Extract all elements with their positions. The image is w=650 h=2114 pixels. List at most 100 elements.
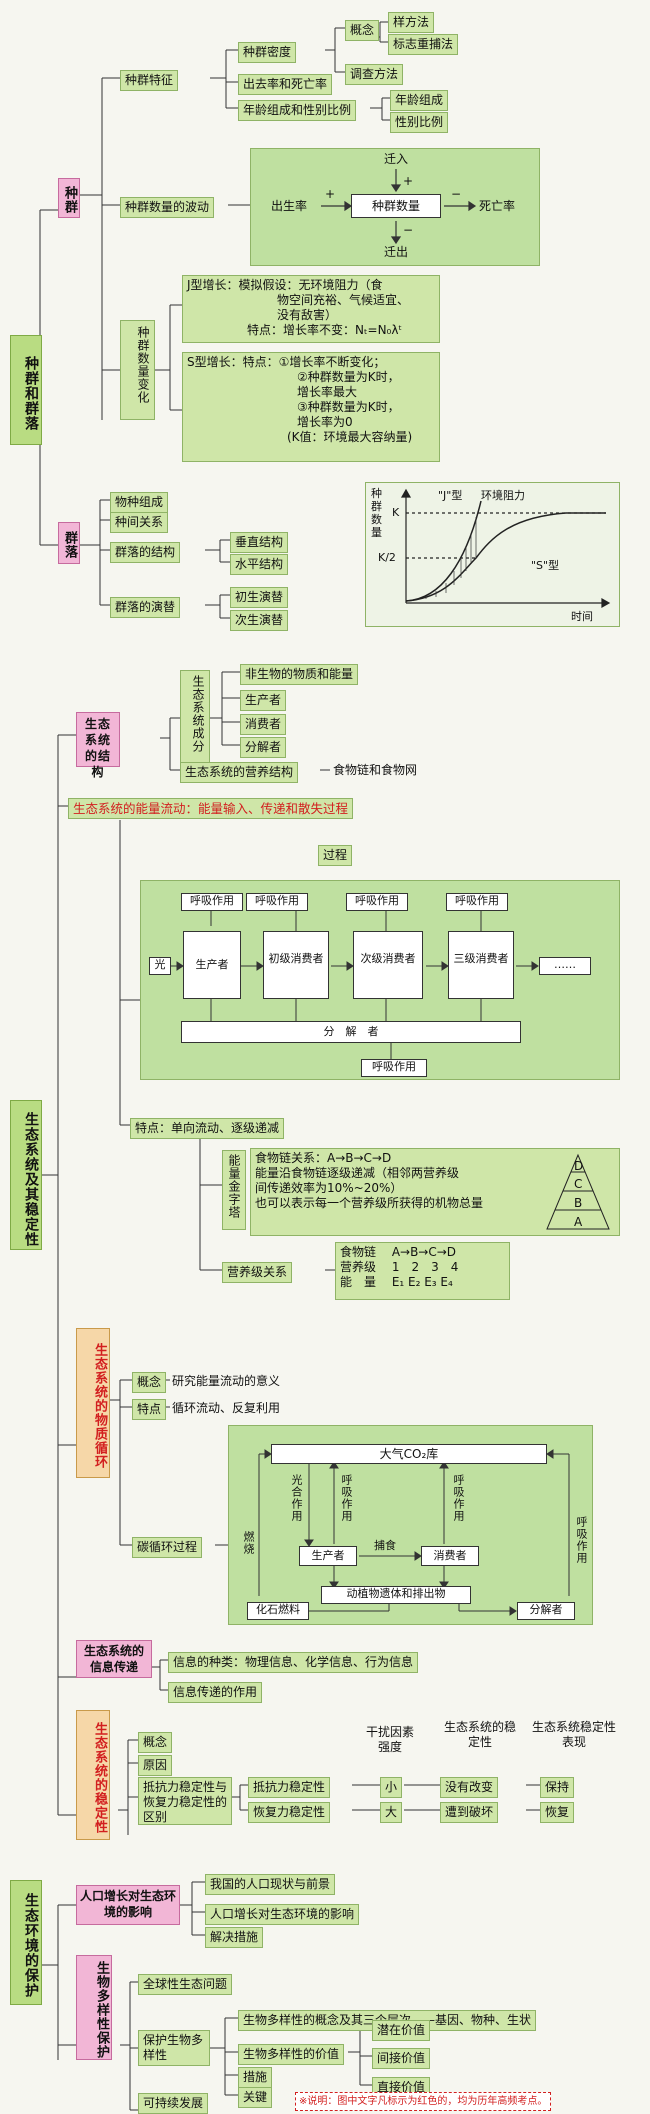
emigration-label: 迁出 [384,245,409,259]
chart-xlabel: 时间 [571,610,593,623]
s-line-2: ②种群数量为K时， [297,370,400,384]
species-composition: 物种组成 [110,492,169,513]
growth-curve-svg [400,488,611,609]
key: 关键 [238,2087,273,2108]
footnote: ※说明：图中文字凡标示为红色的，均为历年高频考点。 [295,2092,552,2111]
sustainable-development: 可持续发展 [138,2093,209,2114]
respiration-label-1: 呼吸作用 [340,1474,353,1522]
producer-box: 生产者 [183,931,241,999]
population-node: 种群 [58,178,80,218]
energy-flow-lines [171,911,539,1059]
s-line-3: 增长率最大 [297,385,358,399]
pyramid-label-a: A [574,1215,583,1229]
pyramid-box: 食物链关系：A→B→C→D 能量沿食物链逐级递减（相邻两营养级 间传递效率为10… [250,1148,620,1236]
chart-annot-resistance: 环境阻力 [481,489,525,502]
energy-flow-title: 生态系统的能量流动：能量输入、传递和散失过程 [68,798,354,819]
age-sex-ratio: 年龄组成和性别比例 [238,100,357,121]
protect-biodiversity: 保护生物多样性 [138,2030,210,2066]
respiration-box-3: 呼吸作用 [346,893,408,911]
pyramid-line-2: 能量沿食物链逐级递减（相邻两营养级 [255,1166,460,1180]
pyramid-line-3: 间传递效率为10%~20%） [255,1181,403,1195]
ecosystem-structure: 生态系统的结构 [76,712,120,779]
info-transfer-title: 生态系统的信息传递 [76,1640,152,1678]
secondary-consumer-box: 次级消费者 [353,931,423,999]
hdr-performance: 生态系统稳定性表现 [531,1720,616,1749]
trophic-level-relation: 营养级关系 [222,1262,293,1283]
consumer-item: 消费者 [240,714,287,735]
emigration-death-rate: 出去率和死亡率 [238,74,333,95]
tl-line-3: 能 量 E₁ E₂ E₃ E₄ [340,1275,453,1289]
pyramid-line-4: 也可以表示每一个营养级所获得的机物总量 [255,1196,484,1210]
pyramid-label-c: C [574,1177,583,1191]
population-density: 种群密度 [238,42,297,63]
fluctuation-arrows [321,169,477,245]
population-fluctuation: 种群数量的波动 [120,197,215,218]
carbon-cycle-process: 碳循环过程 [132,1537,203,1558]
co2-pool: 大气CO₂库 [271,1444,547,1464]
ellipsis-box: …… [539,957,591,975]
chart-tick-k: K [392,506,400,519]
j-line-2: 物空间充裕、气候适宜、 [277,293,410,307]
community-structure: 群落的结构 [110,542,181,563]
info-types: 信息的种类：物理信息、化学信息、行为信息 [168,1652,419,1673]
predation-label: 捕食 [374,1539,396,1552]
j-line-3: 没有敌害） [277,308,338,322]
primary-succession: 初生演替 [230,587,289,608]
pyramid-line-1: 食物链关系：A→B→C→D [255,1151,392,1165]
material-cycle-title: 生态系统的物质循环 [76,1328,110,1478]
secondary-succession: 次生演替 [230,610,289,631]
s-line-6: (K值：环境最大容纳量) [287,430,413,444]
recover: 恢复 [540,1802,575,1823]
resistance-stability: 抵抗力稳定性 [248,1777,331,1798]
pyramid-label-d: D [574,1159,584,1173]
destroyed: 遭到破坏 [440,1802,499,1823]
cc-producer: 生产者 [299,1546,357,1566]
tl-line-1: 食物链 A→B→C→D [340,1245,457,1259]
fluctuation-panel: 迁入 迁出 出生率 种群数量 死亡率 + + − − [250,148,540,266]
age-structure: 年龄组成 [390,90,449,111]
chart-annot-j: "J"型 [438,489,463,502]
cc-decomposer: 分解者 [517,1602,575,1620]
community-succession: 群落的演替 [110,597,181,618]
food-chain-web: 食物链和食物网 [333,763,418,777]
potential-value: 潜在价值 [372,2020,431,2041]
immigration-label: 迁入 [384,152,409,166]
population-growth-impact: 人口增长对生态环境的影响 [76,1885,180,1925]
trophic-structure: 生态系统的营养结构 [180,762,299,783]
s-curve-box: S型增长：特点：①增长率不断变化； ②种群数量为K时， 增长率最大 ③种群数量为… [182,352,440,462]
j-curve-box: J型增长：模拟假设：无环境阻力（食 物空间充裕、气候适宜、 没有敌害） 特点：增… [182,275,440,343]
vertical-structure: 垂直结构 [230,532,289,553]
s-line-1: S型增长：特点：①增长率不断变化； [187,355,386,369]
hdr-disturbance: 干扰因素强度 [365,1725,414,1754]
mc-concept-value: 研究能量流动的意义 [172,1374,281,1388]
plus-sign-left: + [325,187,336,201]
survey-method: 调查方法 [345,64,404,85]
chart-tick-k2: K/2 [378,551,396,564]
plus-sign-top: + [403,174,414,188]
remains-box: 动植物遗体和排出物 [321,1586,471,1604]
sex-ratio: 性别比例 [390,112,449,133]
interspecific-relation: 种间关系 [110,512,169,533]
fossil-fuel-box: 化石燃料 [247,1602,309,1620]
stab-reason: 原因 [138,1755,173,1776]
respiration-box-4: 呼吸作用 [446,893,508,911]
rk-status: 我国的人口现状与前景 [205,1874,336,1895]
primary-consumer-box: 初级消费者 [263,931,329,999]
process-label: 过程 [318,845,353,866]
abiotic-matter: 非生物的物质和能量 [240,664,359,685]
decomposer-bar: 分 解 者 [181,1021,521,1043]
section-population-community: 种群和群落 [10,335,42,445]
indirect-value: 间接价值 [372,2048,431,2069]
combustion-label: 燃烧 [242,1531,255,1555]
biodiversity-value: 生物多样性的价值 [238,2044,345,2065]
small-intensity: 小 [380,1777,403,1798]
pyramid-label-b: B [574,1196,583,1210]
energy-flow-panel: 呼吸作用 呼吸作用 呼吸作用 呼吸作用 光 生产者 初级消费者 次级消费者 三级… [140,880,620,1080]
growth-curve-chart: 种群数量 K K/2 "J"型 环境阻力 "S"型 时间 [365,482,620,627]
rk-impact: 人口增长对生态环境的影响 [205,1904,360,1925]
mc-feature-value: 循环流动、反复利用 [172,1401,281,1415]
cc-consumer: 消费者 [421,1546,479,1566]
j-line-4: 特点：增长率不变：Nₜ=N₀λᵗ [247,323,402,337]
population-change: 种群数量变化 [120,320,155,420]
info-function: 信息传递的作用 [168,1682,263,1703]
